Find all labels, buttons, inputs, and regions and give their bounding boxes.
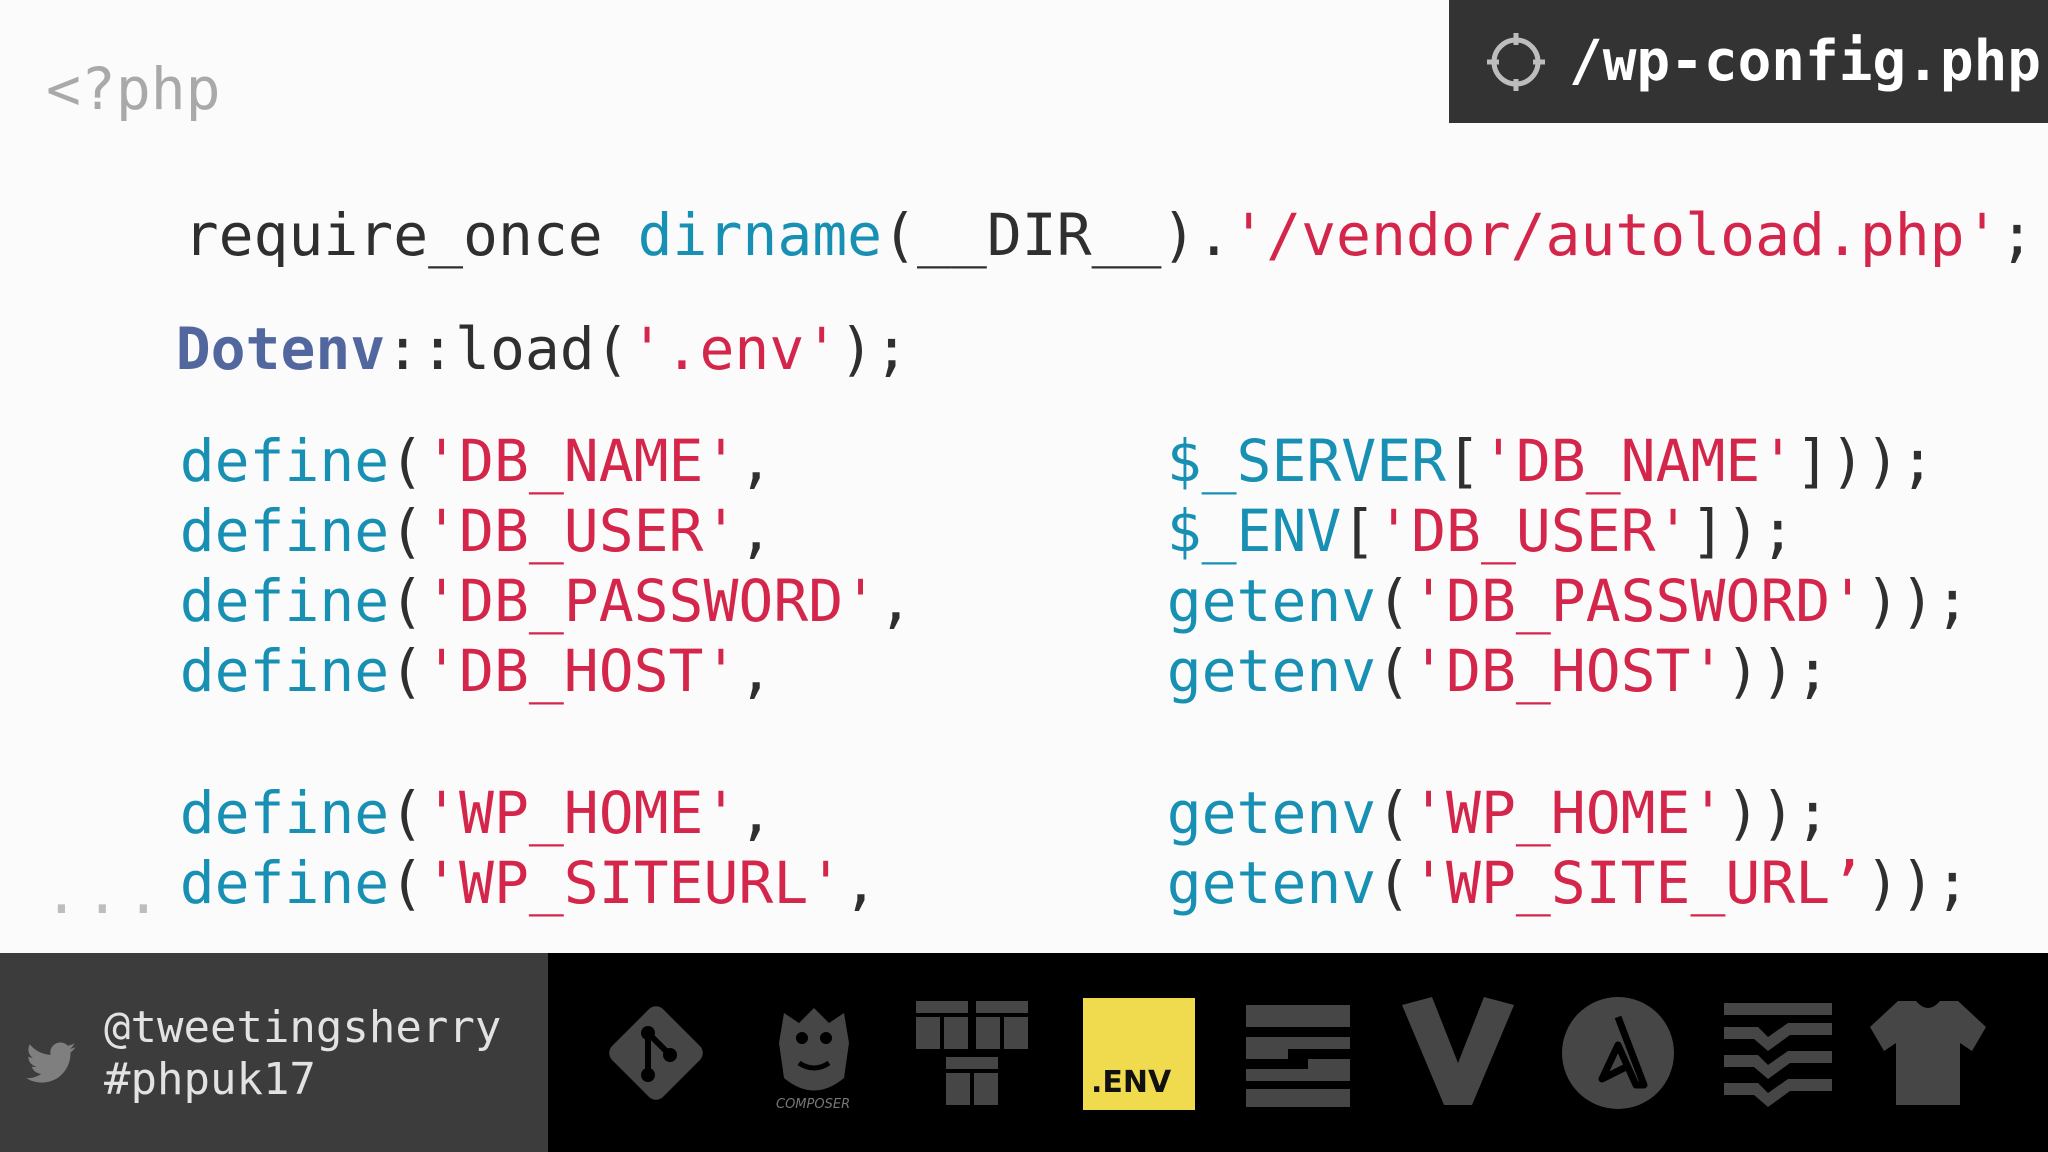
- value-key: 'DB_PASSWORD': [1411, 567, 1866, 635]
- value-open: (: [1376, 567, 1412, 635]
- define-key: 'DB_PASSWORD': [424, 567, 879, 635]
- value-close: ]));: [1795, 427, 1935, 495]
- open-paren: (: [389, 497, 425, 565]
- checklist-icon: [1724, 1003, 1832, 1107]
- comma: ,: [843, 849, 879, 917]
- define-line: define('DB_HOST',: [40, 566, 774, 776]
- value-key: 'DB_USER': [1376, 497, 1691, 565]
- twitter-bird-icon: [26, 1042, 77, 1083]
- define-value: getenv('DB_PASSWORD'));: [1027, 496, 1970, 706]
- social-handles: @tweetingsherry #phpuk17: [104, 1002, 501, 1106]
- env-icon-label: .ENV: [1091, 1065, 1172, 1100]
- value-close: ));: [1865, 567, 1970, 635]
- social-panel: @tweetingsherry #phpuk17: [0, 953, 548, 1152]
- value-source: getenv: [1166, 849, 1377, 917]
- define-line: define('DB_PASSWORD',: [40, 496, 913, 706]
- value-close: ]);: [1690, 497, 1796, 565]
- dotenv-line: Dotenv::load('.env');: [36, 244, 909, 454]
- value-close: ));: [1865, 849, 1970, 917]
- value-source: getenv: [1166, 567, 1377, 635]
- value-open: [: [1446, 427, 1481, 495]
- hashtag: #phpuk17: [104, 1054, 316, 1105]
- dirname-function: dirname: [637, 201, 883, 269]
- value-source: getenv: [1166, 779, 1377, 847]
- define-value: getenv('DB_HOST'));: [1027, 566, 1830, 776]
- file-name-label: /wp-config.php: [1569, 29, 2042, 94]
- value-close: ));: [1725, 779, 1831, 847]
- define-function: define: [179, 567, 390, 635]
- define-key: 'WP_SITEURL': [424, 849, 844, 917]
- shirt-icon: [1870, 1001, 1986, 1105]
- define-key: 'DB_NAME': [424, 427, 739, 495]
- composer-caption: COMPOSER: [776, 1097, 851, 1112]
- open-paren: (: [389, 567, 425, 635]
- define-function: define: [179, 427, 390, 495]
- dir-constant: __DIR__: [917, 201, 1162, 269]
- code-slide: <?php require_once dirname(__DIR__).'/ve…: [36, 55, 2035, 927]
- open-paren: (: [389, 849, 425, 917]
- footer-bar: @tweetingsherry #phpuk17 COMPOSER .ENV: [0, 953, 2048, 1152]
- define-line: define('DB_USER',: [40, 426, 774, 636]
- define-value: getenv('WP_HOME'));: [1027, 708, 1830, 918]
- env-icon: .ENV: [1083, 998, 1195, 1110]
- comma: ,: [738, 637, 774, 705]
- open-paren: (: [389, 637, 425, 705]
- load-method: ::load(: [385, 315, 630, 383]
- value-key: 'DB_NAME': [1480, 427, 1796, 495]
- define-function: define: [179, 637, 390, 705]
- define-line: define('WP_HOME',: [40, 708, 774, 918]
- define-function: define: [179, 779, 390, 847]
- define-key: 'WP_HOME': [424, 779, 739, 847]
- value-source: getenv: [1166, 637, 1377, 705]
- composer-icon: [779, 1008, 849, 1091]
- cubes-icon: [916, 1001, 1028, 1105]
- ansible-icon: [1562, 997, 1674, 1109]
- comma: ,: [738, 779, 774, 847]
- value-source: $_SERVER: [1166, 427, 1447, 495]
- comma: ,: [738, 427, 774, 495]
- value-open: [: [1341, 497, 1377, 565]
- value-close: ));: [1725, 637, 1831, 705]
- value-key: 'WP_HOME': [1411, 779, 1726, 847]
- comma: ,: [738, 497, 774, 565]
- close-concat: ).: [1161, 201, 1232, 269]
- define-value: getenv('WP_SITE_URL’));: [1027, 778, 1970, 988]
- vagrant-icon: [1402, 997, 1514, 1105]
- crosshair-icon: [1487, 32, 1545, 91]
- file-name-badge: /wp-config.php: [1449, 0, 2048, 123]
- define-function: define: [179, 497, 390, 565]
- value-open: (: [1376, 779, 1412, 847]
- require-keyword: require_once: [183, 201, 638, 269]
- define-key: 'DB_USER': [424, 497, 739, 565]
- value-open: (: [1376, 637, 1412, 705]
- dotenv-end: );: [839, 315, 909, 383]
- value-open: (: [1376, 849, 1412, 917]
- env-filename: '.env': [629, 315, 840, 383]
- define-line: define('DB_NAME',: [40, 356, 774, 566]
- define-line: define('WP_SITEURL',: [40, 778, 878, 988]
- value-key: 'WP_SITE_URL’: [1411, 849, 1866, 917]
- define-function: define: [179, 849, 390, 917]
- define-key: 'DB_HOST': [424, 637, 739, 705]
- define-value: $_SERVER['DB_NAME']));: [1027, 356, 1935, 566]
- open-paren: (: [882, 201, 917, 269]
- comma: ,: [878, 567, 913, 635]
- zend-icon: [1246, 1005, 1350, 1107]
- open-paren: (: [389, 427, 425, 495]
- semicolon: ;: [1999, 201, 2035, 269]
- php-open-tag: <?php: [46, 55, 221, 123]
- git-icon: [609, 1006, 703, 1100]
- ellipsis: ...: [44, 859, 167, 927]
- twitter-handle: @tweetingsherry: [104, 1002, 502, 1053]
- define-value: $_ENV['DB_USER']);: [1027, 426, 1796, 636]
- value-source: $_ENV: [1166, 497, 1342, 565]
- open-paren: (: [389, 779, 425, 847]
- require-line: require_once dirname(__DIR__).'/vendor/a…: [44, 130, 2035, 340]
- dotenv-class: Dotenv: [175, 315, 386, 383]
- value-key: 'DB_HOST': [1411, 637, 1726, 705]
- autoload-path: '/vendor/autoload.php': [1231, 201, 2000, 269]
